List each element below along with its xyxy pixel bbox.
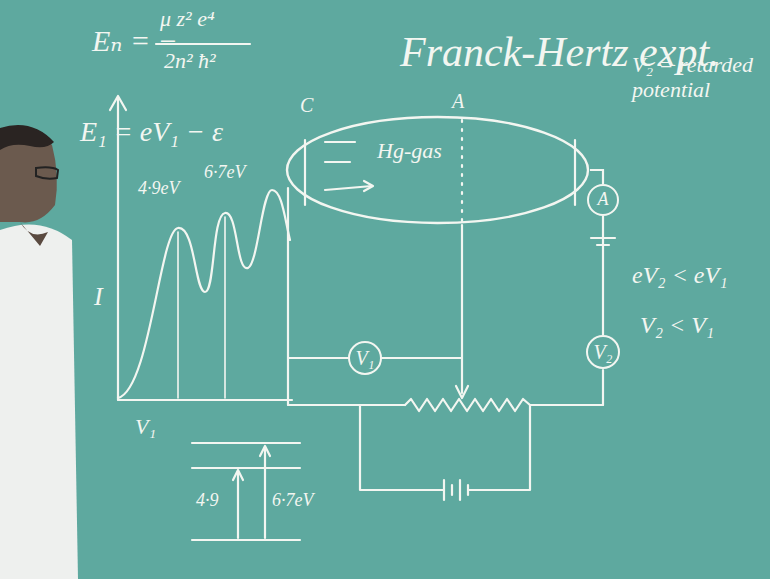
energy-equation: E₁ = eV₁ − ε (80, 116, 223, 148)
lecturer-figure (0, 125, 78, 579)
discharge-tube: Hg-gas (285, 115, 590, 225)
peak-label: 6·7eV (204, 162, 245, 183)
voltmeter-symbol: V₂ (586, 335, 620, 369)
peak-label: 4·9eV (138, 178, 179, 199)
voltage-inequality: V₂ < V₁ (640, 312, 714, 340)
voltage-axis-label: V₁ (135, 414, 156, 439)
node-text: V₂ (593, 341, 612, 363)
level-label: 4·9 (196, 490, 219, 511)
tube-outline (285, 115, 590, 225)
anode-label: A (452, 90, 464, 113)
energy-inequality: eV₂ < eV₁ (632, 262, 728, 290)
node-text: A (598, 190, 609, 210)
circuit-wire (602, 216, 604, 335)
current-axis-label: I (94, 282, 103, 312)
circuit-wire (590, 170, 603, 184)
level-label: 6·7eV (272, 490, 313, 511)
node-text: Hg-gas (377, 139, 442, 163)
formula-denominator: 2n² ħ² (164, 48, 216, 73)
voltmeter-symbol: V₁ (348, 341, 382, 375)
node-text: V₁ (355, 347, 374, 369)
retarding-potential-note: V₂ = retarded potential (632, 52, 762, 103)
ammeter-symbol: A (587, 184, 619, 216)
formula-numerator: μ z² e⁴ (160, 6, 215, 31)
cathode-label: C (300, 94, 313, 117)
